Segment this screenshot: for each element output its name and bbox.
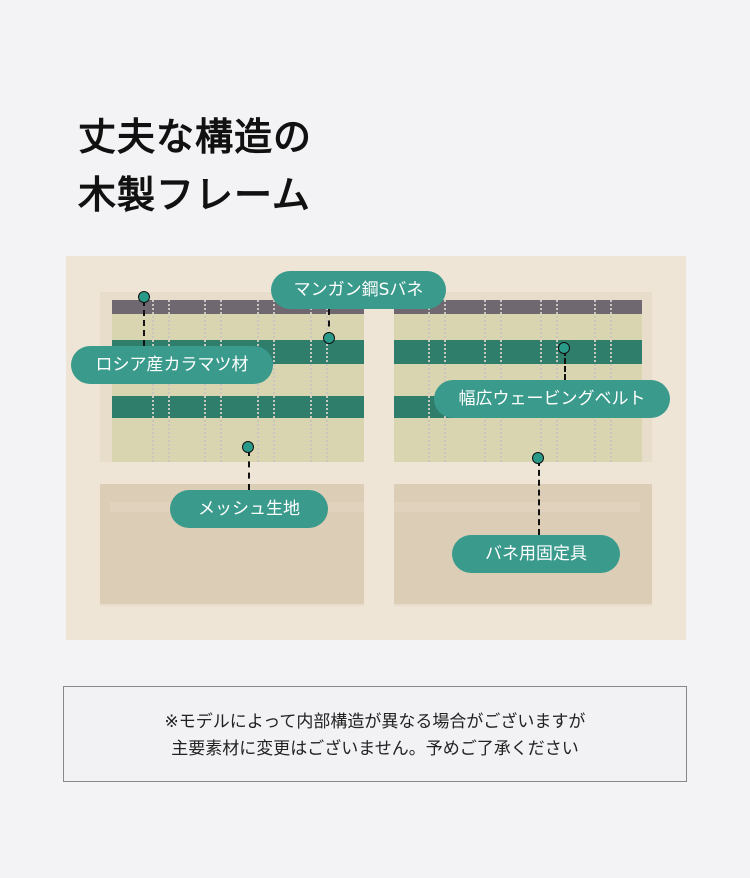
heading-line-2: 木製フレーム [78,173,311,217]
marker-dot [138,291,150,303]
marker-dot [532,452,544,464]
leader-line [538,460,540,535]
label-larch: ロシア産カラマツ材 [71,346,273,384]
center-post [364,292,394,612]
right-post [652,256,686,640]
label-spring: マンガン鋼Sバネ [271,271,446,309]
disclaimer-line-1: ※モデルによって内部構造が異なる場合がございますが [164,712,586,732]
left-post [66,256,100,640]
bottom-rail [66,606,686,640]
heading-line-1: 丈夫な構造の [78,115,313,159]
leader-line [328,309,330,338]
leader-line [564,350,566,380]
label-belt: 幅広ウェービングベルト [434,380,670,418]
label-mesh: メッシュ生地 [170,490,328,528]
leader-line [248,450,250,490]
marker-dot [242,441,254,453]
marker-dot [323,332,335,344]
label-fixture: バネ用固定具 [452,535,620,573]
disclaimer-box: ※モデルによって内部構造が異なる場合がございますが 主要素材に変更はございません… [63,686,687,782]
marker-dot [558,342,570,354]
disclaimer-line-2: 主要素材に変更はございません。予めご了承ください [171,739,579,759]
leader-line [143,300,145,346]
bed-frame-illustration [66,256,686,640]
